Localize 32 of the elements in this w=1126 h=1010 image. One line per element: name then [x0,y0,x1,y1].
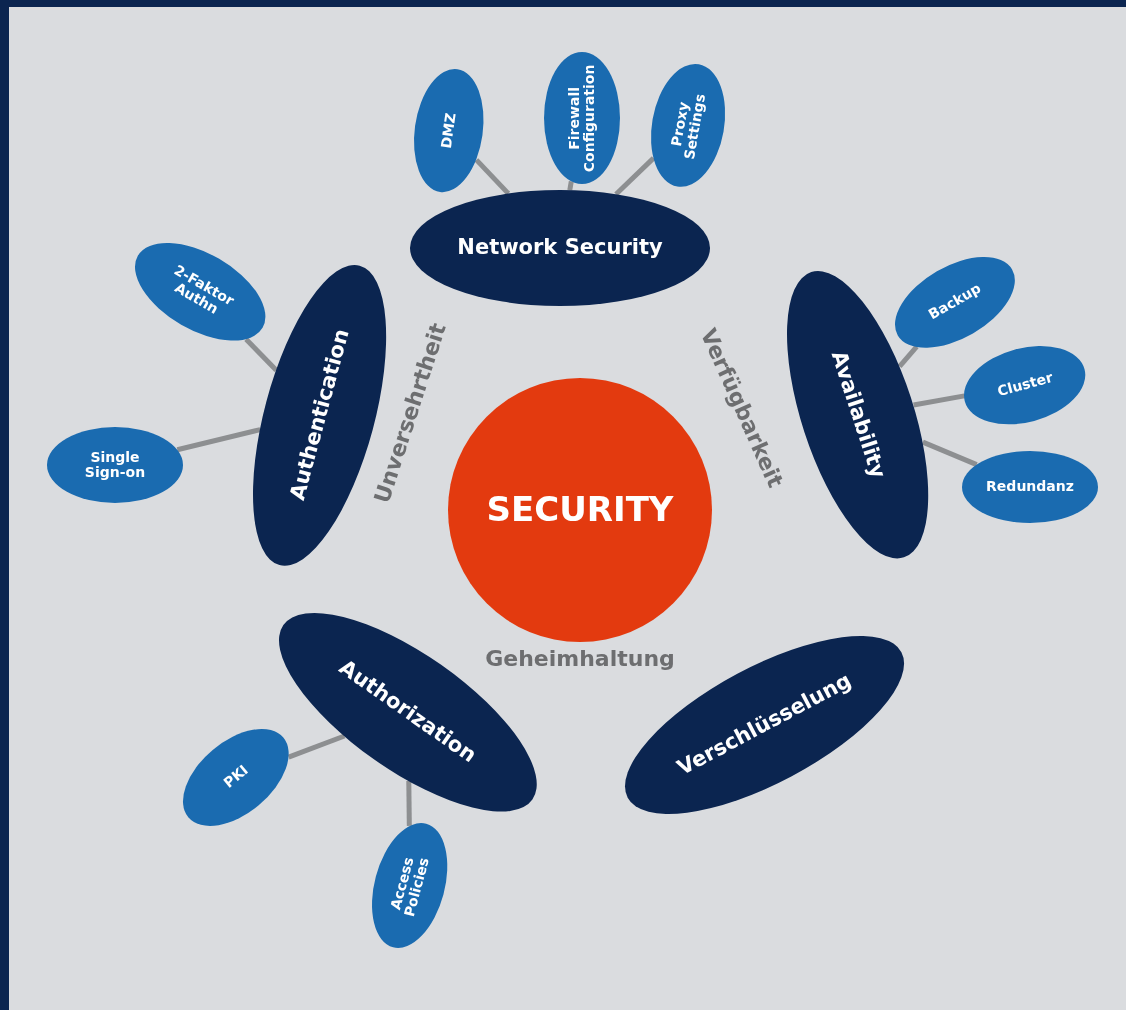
ellipse-node [962,451,1098,523]
node-label: Single Sign-on [83,449,147,481]
connector-line [176,427,261,453]
connector-line [567,180,574,191]
ellipse-node [134,243,266,341]
connector-line [406,780,412,826]
connector-line [244,337,279,372]
node-label: DMZ [438,112,460,150]
connector-line [474,158,511,196]
node-label: SECURITY [486,491,674,529]
connector-line [913,393,965,408]
ellipse-node [964,345,1086,425]
ellipse-node [183,728,289,826]
ellipse-node [47,427,183,503]
ellipse-node [544,52,620,184]
ellipse-node [414,69,484,193]
connector-line [287,733,346,760]
node-label: Redundanz [986,479,1074,495]
ellipse-node [410,190,710,306]
connector-line [614,156,656,196]
node-label: Proxy Settings [666,91,710,163]
ellipse-node [787,271,929,559]
node-label: Firewall Configuration [566,63,598,173]
node-label: Cluster [995,370,1055,400]
ellipse-node [372,822,448,948]
ellipse-node [895,256,1015,348]
connector-line [897,345,919,369]
connector-line [921,439,978,467]
node-label: PKI [220,762,251,792]
node-label: Network Security [457,236,663,260]
pillar-label: Geheimhaltung [485,645,675,671]
ellipse-node [650,63,725,187]
